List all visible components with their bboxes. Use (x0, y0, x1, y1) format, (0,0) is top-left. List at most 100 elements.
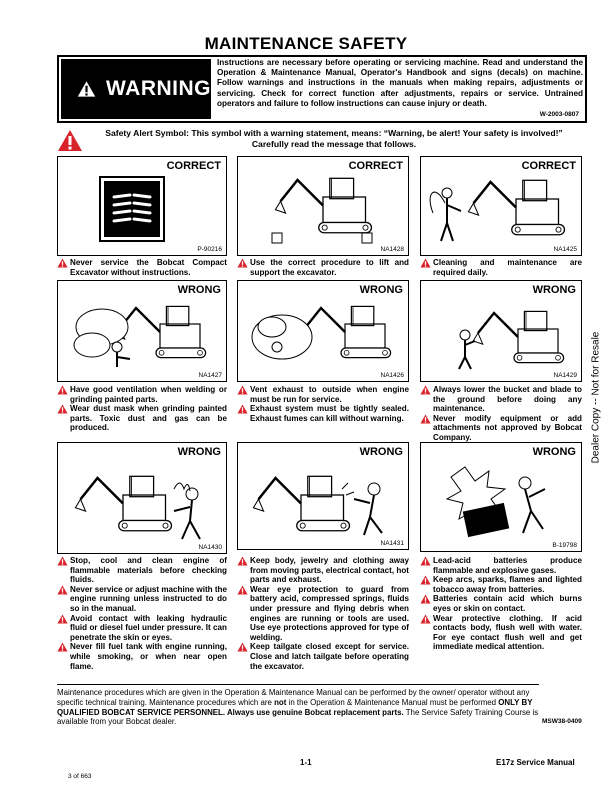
page-number: 1-1 (300, 758, 312, 767)
alert-icon (420, 614, 431, 624)
panel-header: CORRECT (166, 160, 221, 172)
panel-3-notes: Cleaning and maintenance are required da… (420, 258, 582, 277)
alert-icon (57, 258, 68, 268)
note-item: Vent exhaust to outside when engine must… (237, 385, 409, 404)
panel-7-notes: Stop, cool and clean engine of flammable… (57, 556, 227, 671)
book-icon (99, 176, 165, 242)
note-item: Wear protective clothing. If acid contac… (420, 614, 582, 652)
panel-header: WRONG (359, 446, 403, 458)
note-item: Keep body, jewelry and clothing away fro… (237, 556, 409, 585)
panel-4: WRONG NA1427 (57, 280, 227, 382)
panel-header: WRONG (532, 284, 576, 296)
alert-icon (57, 585, 68, 595)
grinding-illustration (73, 305, 207, 367)
panel-code: B-19798 (552, 542, 577, 549)
alert-icon (420, 594, 431, 604)
panel-code: NA1429 (553, 372, 578, 379)
panel-8-notes: Keep body, jewelry and clothing away fro… (237, 556, 409, 671)
note-item: Lead-acid batteries produce flammable an… (420, 556, 582, 575)
note-item: Never fill fuel tank with engine running… (57, 642, 227, 671)
panel-code: NA1430 (198, 544, 223, 551)
warning-box: WARNING Instructions are necessary befor… (57, 55, 587, 123)
note-item: Keep arcs, sparks, flames and lighted to… (420, 575, 582, 594)
battery-explosion-illustration (445, 466, 546, 538)
footer-note: Maintenance procedures which are given i… (57, 684, 539, 727)
alert-icon (237, 385, 248, 395)
note-item: Wear dust mask when grinding painted par… (57, 404, 227, 433)
note-item: Stop, cool and clean engine of flammable… (57, 556, 227, 585)
alert-icon (57, 385, 68, 395)
alert-icon (237, 404, 248, 414)
panel-header: CORRECT (521, 160, 576, 172)
safety-alert-text: Safety Alert Symbol: This symbol with a … (105, 128, 563, 149)
note-item: Keep tailgate closed except for service.… (237, 642, 409, 671)
warning-triangle-icon (77, 78, 96, 100)
footer-code: MSW38-0409 (542, 718, 582, 725)
panel-9: WRONG B-19798 (420, 442, 582, 552)
alert-icon (420, 385, 431, 395)
note-item: Have good ventilation when welding or gr… (57, 385, 227, 404)
panel-header: WRONG (177, 446, 221, 458)
note-item: Batteries contain acid which burns eyes … (420, 594, 582, 613)
panel-header: WRONG (359, 284, 403, 296)
panel-code: NA1428 (380, 246, 405, 253)
panel-7: WRONG NA1430 (57, 442, 227, 554)
cleaning-illustration (429, 179, 566, 242)
note-item: Cleaning and maintenance are required da… (420, 258, 582, 277)
warning-text: Instructions are necessary before operat… (217, 58, 583, 108)
panel-2: CORRECT NA1428 (237, 156, 409, 256)
panel-3: CORRECT NA1425 (420, 156, 582, 256)
alert-icon (237, 642, 248, 652)
panel-header: WRONG (532, 446, 576, 458)
panel-code: NA1426 (380, 372, 405, 379)
note-item: Never service or adjust machine with the… (57, 585, 227, 614)
warning-label-text: WARNING (106, 77, 211, 100)
note-item: Exhaust system must be tightly sealed. E… (237, 404, 409, 423)
panel-5: WRONG NA1426 (237, 280, 409, 382)
note-item: Never modify equipment or add attachment… (420, 414, 582, 443)
safety-alert: Safety Alert Symbol: This symbol with a … (57, 128, 587, 154)
alert-icon (57, 642, 68, 652)
panel-6-notes: Always lower the bucket and blade to the… (420, 385, 582, 443)
alert-icon (420, 258, 431, 268)
panel-2-notes: Use the correct procedure to lift and su… (237, 258, 409, 277)
safety-alert-icon (57, 129, 83, 152)
note-item: Avoid contact with leaking hydraulic flu… (57, 614, 227, 643)
panel-6: WRONG NA1429 (420, 280, 582, 382)
manual-name: E17z Service Manual (496, 758, 575, 767)
panel-code: NA1425 (553, 246, 578, 253)
panel-4-notes: Have good ventilation when welding or gr… (57, 385, 227, 433)
note-item: Use the correct procedure to lift and su… (237, 258, 409, 277)
note-item: Never service the Bobcat Compact Excavat… (57, 258, 227, 277)
alert-icon (237, 556, 248, 566)
alert-icon (420, 575, 431, 585)
alert-icon (57, 404, 68, 414)
alert-icon (420, 556, 431, 566)
watermark-side-text: Dealer Copy -- Not for Resale (590, 331, 602, 464)
alert-icon (420, 414, 431, 424)
exhaust-illustration (251, 305, 392, 360)
warning-code: W-2003-0807 (539, 111, 579, 118)
page-of: 3 of 663 (68, 773, 92, 780)
moving-parts-illustration (252, 475, 383, 536)
panel-header: CORRECT (348, 160, 403, 172)
lift-support-illustration (271, 177, 373, 244)
note-item: Wear eye protection to guard from batter… (237, 585, 409, 643)
panel-9-notes: Lead-acid batteries produce flammable an… (420, 556, 582, 652)
alert-icon (237, 585, 248, 595)
panel-code: NA1431 (380, 540, 405, 547)
raised-bucket-illustration (458, 310, 565, 370)
panel-1-notes: Never service the Bobcat Compact Excavat… (57, 258, 227, 277)
panel-code: NA1427 (198, 372, 223, 379)
panel-1: CORRECT P-90216 (57, 156, 227, 256)
alert-icon (57, 614, 68, 624)
panel-code: P-90216 (197, 246, 222, 253)
page-title: MAINTENANCE SAFETY (204, 34, 408, 53)
warning-label: WARNING (61, 59, 211, 119)
note-item: Always lower the bucket and blade to the… (420, 385, 582, 414)
alert-icon (57, 556, 68, 566)
alert-icon (237, 258, 248, 268)
panel-header: WRONG (177, 284, 221, 296)
panel-5-notes: Vent exhaust to outside when engine must… (237, 385, 409, 423)
panel-8: WRONG NA1431 (237, 442, 409, 550)
